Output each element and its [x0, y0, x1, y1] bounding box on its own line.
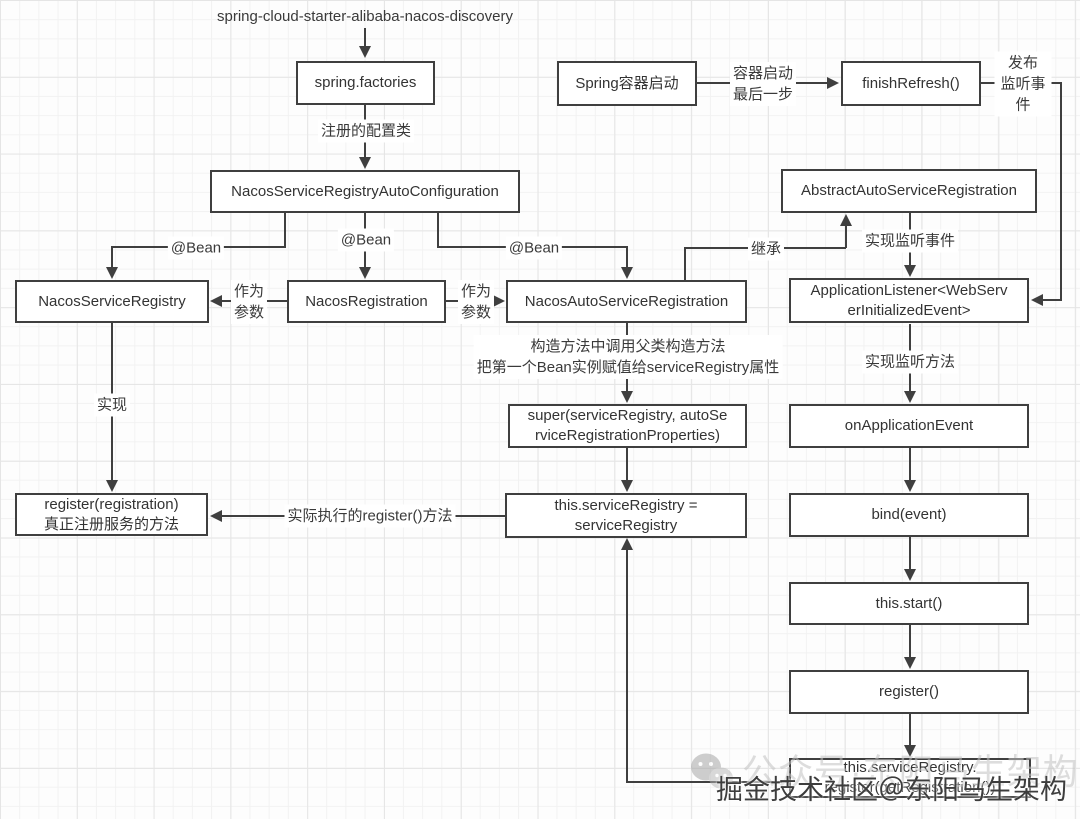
node-this-start: this.start(): [789, 582, 1029, 625]
connector-line: [909, 625, 911, 662]
wechat-icon: [690, 752, 734, 797]
arrowhead: [904, 657, 916, 669]
edge-label-as-param-right: 作为 参数: [457, 280, 495, 324]
edge-label-publish-listen-event: 发布 监听事件: [994, 51, 1052, 117]
connector-line: [627, 781, 789, 783]
arrowhead: [493, 295, 505, 307]
connector-line: [364, 28, 366, 48]
node-nacos-service-registry-auto-configuration: NacosServiceRegistryAutoConfiguration: [210, 170, 520, 213]
arrowhead: [359, 157, 371, 169]
arrowhead: [904, 265, 916, 277]
arrowhead: [359, 267, 371, 279]
connector-line: [684, 247, 686, 281]
node-register-registration: register(registration) 真正注册服务的方法: [15, 493, 208, 536]
arrowhead: [904, 745, 916, 757]
arrowhead: [827, 77, 839, 89]
connector-line: [111, 246, 113, 269]
node-nacos-service-registry: NacosServiceRegistry: [15, 280, 209, 323]
arrowhead: [621, 391, 633, 403]
connector-line: [1060, 82, 1062, 301]
node-spring-container-start: Spring容器启动: [557, 61, 697, 106]
edge-label-bean-left: @Bean: [167, 236, 225, 260]
connector-line: [909, 537, 911, 574]
node-service-registry-register: this.serviceRegistry. register(getRegist…: [789, 758, 1031, 798]
connector-line: [284, 213, 286, 248]
edge-label-implement-listen-method: 实现监听方法: [861, 350, 959, 374]
arrowhead: [621, 538, 633, 550]
node-bind-event: bind(event): [789, 493, 1029, 537]
arrowhead: [106, 480, 118, 492]
watermark-dark-text: 掘金技术社区＠东阳马生架构: [716, 775, 1067, 805]
diagram-title: spring-cloud-starter-alibaba-nacos-disco…: [217, 8, 513, 25]
arrowhead: [210, 510, 222, 522]
node-nacos-auto-service-registration: NacosAutoServiceRegistration: [506, 280, 747, 323]
edge-label-actual-register-method: 实际执行的register()方法: [284, 504, 456, 528]
edge-label-constructor-note: 构造方法中调用父类构造方法 把第一个Bean实例赋值给serviceRegist…: [473, 335, 783, 379]
edge-label-implement-listen-event: 实现监听事件: [861, 229, 959, 253]
edge-label-bean-right: @Bean: [505, 236, 563, 260]
arrowhead: [359, 46, 371, 58]
edge-label-registered-config-class: 注册的配置类: [317, 119, 415, 143]
arrowhead: [106, 267, 118, 279]
arrowhead: [904, 480, 916, 492]
connector-line: [909, 448, 911, 485]
connector-line: [626, 246, 628, 269]
arrowhead: [210, 295, 222, 307]
arrowhead: [1031, 294, 1043, 306]
arrowhead: [621, 267, 633, 279]
node-register-call: register(): [789, 670, 1029, 714]
edge-label-bean-center: @Bean: [337, 228, 395, 252]
connector-line: [1041, 299, 1062, 301]
arrowhead: [904, 391, 916, 403]
node-finish-refresh: finishRefresh(): [841, 61, 981, 106]
node-nacos-registration: NacosRegistration: [287, 280, 446, 323]
node-on-application-event: onApplicationEvent: [789, 404, 1029, 448]
node-abstract-auto-service-registration: AbstractAutoServiceRegistration: [781, 169, 1037, 213]
edge-label-container-last-step: 容器启动 最后一步: [729, 62, 797, 106]
edge-label-as-param-left: 作为 参数: [230, 280, 268, 324]
watermark-faint-text: 公众号·东阳马生架构: [742, 753, 1079, 792]
node-application-listener: ApplicationListener<WebServ erInitialize…: [789, 278, 1029, 323]
edge-label-implement: 实现: [93, 393, 131, 417]
connector-line: [626, 448, 628, 485]
arrowhead: [621, 480, 633, 492]
node-this-service-registry-assign: this.serviceRegistry = serviceRegistry: [505, 493, 747, 538]
arrowhead: [904, 569, 916, 581]
node-super-call: super(serviceRegistry, autoSe rviceRegis…: [508, 404, 747, 448]
edge-label-inherit: 继承: [747, 237, 785, 261]
connector-line: [626, 550, 628, 783]
node-spring-factories: spring.factories: [296, 61, 435, 105]
connector-line: [909, 714, 911, 750]
connector-line: [845, 225, 847, 248]
connector-line: [437, 213, 439, 248]
arrowhead: [840, 214, 852, 226]
